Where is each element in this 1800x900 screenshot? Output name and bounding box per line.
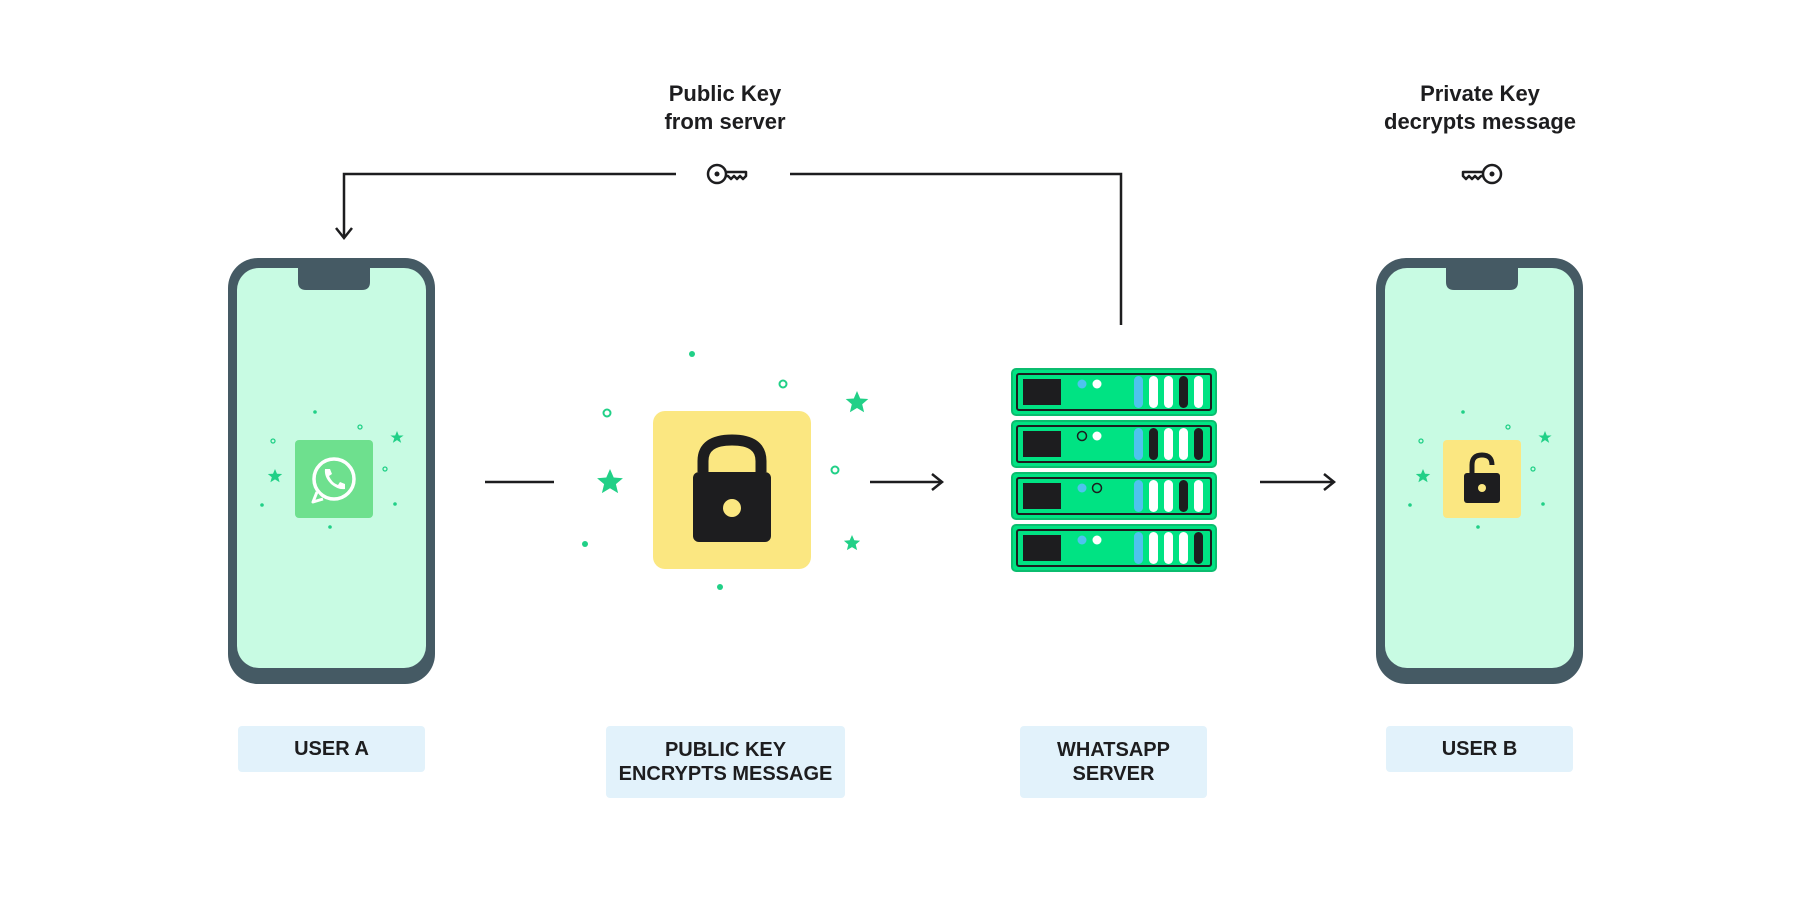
whatsapp-icon xyxy=(311,457,356,504)
sparkle-star-icon xyxy=(390,431,404,443)
user-b-label-text: USER B xyxy=(1441,738,1518,760)
lock-closed-icon xyxy=(693,434,771,542)
public-key-caption: Public Key from server xyxy=(600,80,850,136)
sparkle-star-icon xyxy=(267,469,283,483)
arrowhead-right-icon xyxy=(931,473,945,491)
server-unit xyxy=(1011,368,1217,416)
public-key-route-line-left xyxy=(342,172,676,236)
user-a-phone xyxy=(228,258,435,684)
whatsapp-server-line2: SERVER xyxy=(1072,763,1155,785)
public-key-encrypts-line2: ENCRYPTS MESSAGE xyxy=(618,763,833,785)
server-unit xyxy=(1011,420,1217,468)
private-key-caption: Private Key decrypts message xyxy=(1355,80,1605,136)
encrypt-lock-group xyxy=(582,351,869,590)
public-key-route-line xyxy=(790,172,1123,325)
public-key-icon xyxy=(706,163,748,185)
user-b-label: USER B xyxy=(1386,726,1573,772)
sparkle-star-icon xyxy=(1538,431,1552,443)
public-key-caption-line2: from server xyxy=(664,109,786,134)
sparkle-star-icon xyxy=(1415,469,1431,483)
public-key-encrypts-line1: PUBLIC KEY xyxy=(664,739,787,761)
server-rack-icon xyxy=(1011,368,1217,572)
sparkle-star-icon xyxy=(597,469,623,494)
server-unit xyxy=(1011,524,1217,572)
whatsapp-server-label: WHATSAPP SERVER xyxy=(1020,726,1207,798)
user-a-label-text: USER A xyxy=(294,738,369,760)
public-key-encrypts-label: PUBLIC KEY ENCRYPTS MESSAGE xyxy=(606,726,845,798)
server-unit xyxy=(1011,472,1217,520)
sparkle-star-icon xyxy=(845,391,869,413)
user-b-phone xyxy=(1376,258,1583,684)
lock-open-icon xyxy=(1464,452,1500,503)
arrowhead-right-icon xyxy=(1323,473,1337,491)
public-key-caption-line1: Public Key xyxy=(668,81,782,106)
private-key-caption-line1: Private Key xyxy=(1420,81,1540,106)
sparkle-star-icon xyxy=(843,535,861,551)
private-key-icon xyxy=(1461,163,1503,185)
private-key-caption-line2: decrypts message xyxy=(1384,109,1576,134)
user-a-label: USER A xyxy=(238,726,425,772)
arrowhead-down-icon xyxy=(335,227,353,241)
whatsapp-server-line1: WHATSAPP xyxy=(1057,739,1170,761)
